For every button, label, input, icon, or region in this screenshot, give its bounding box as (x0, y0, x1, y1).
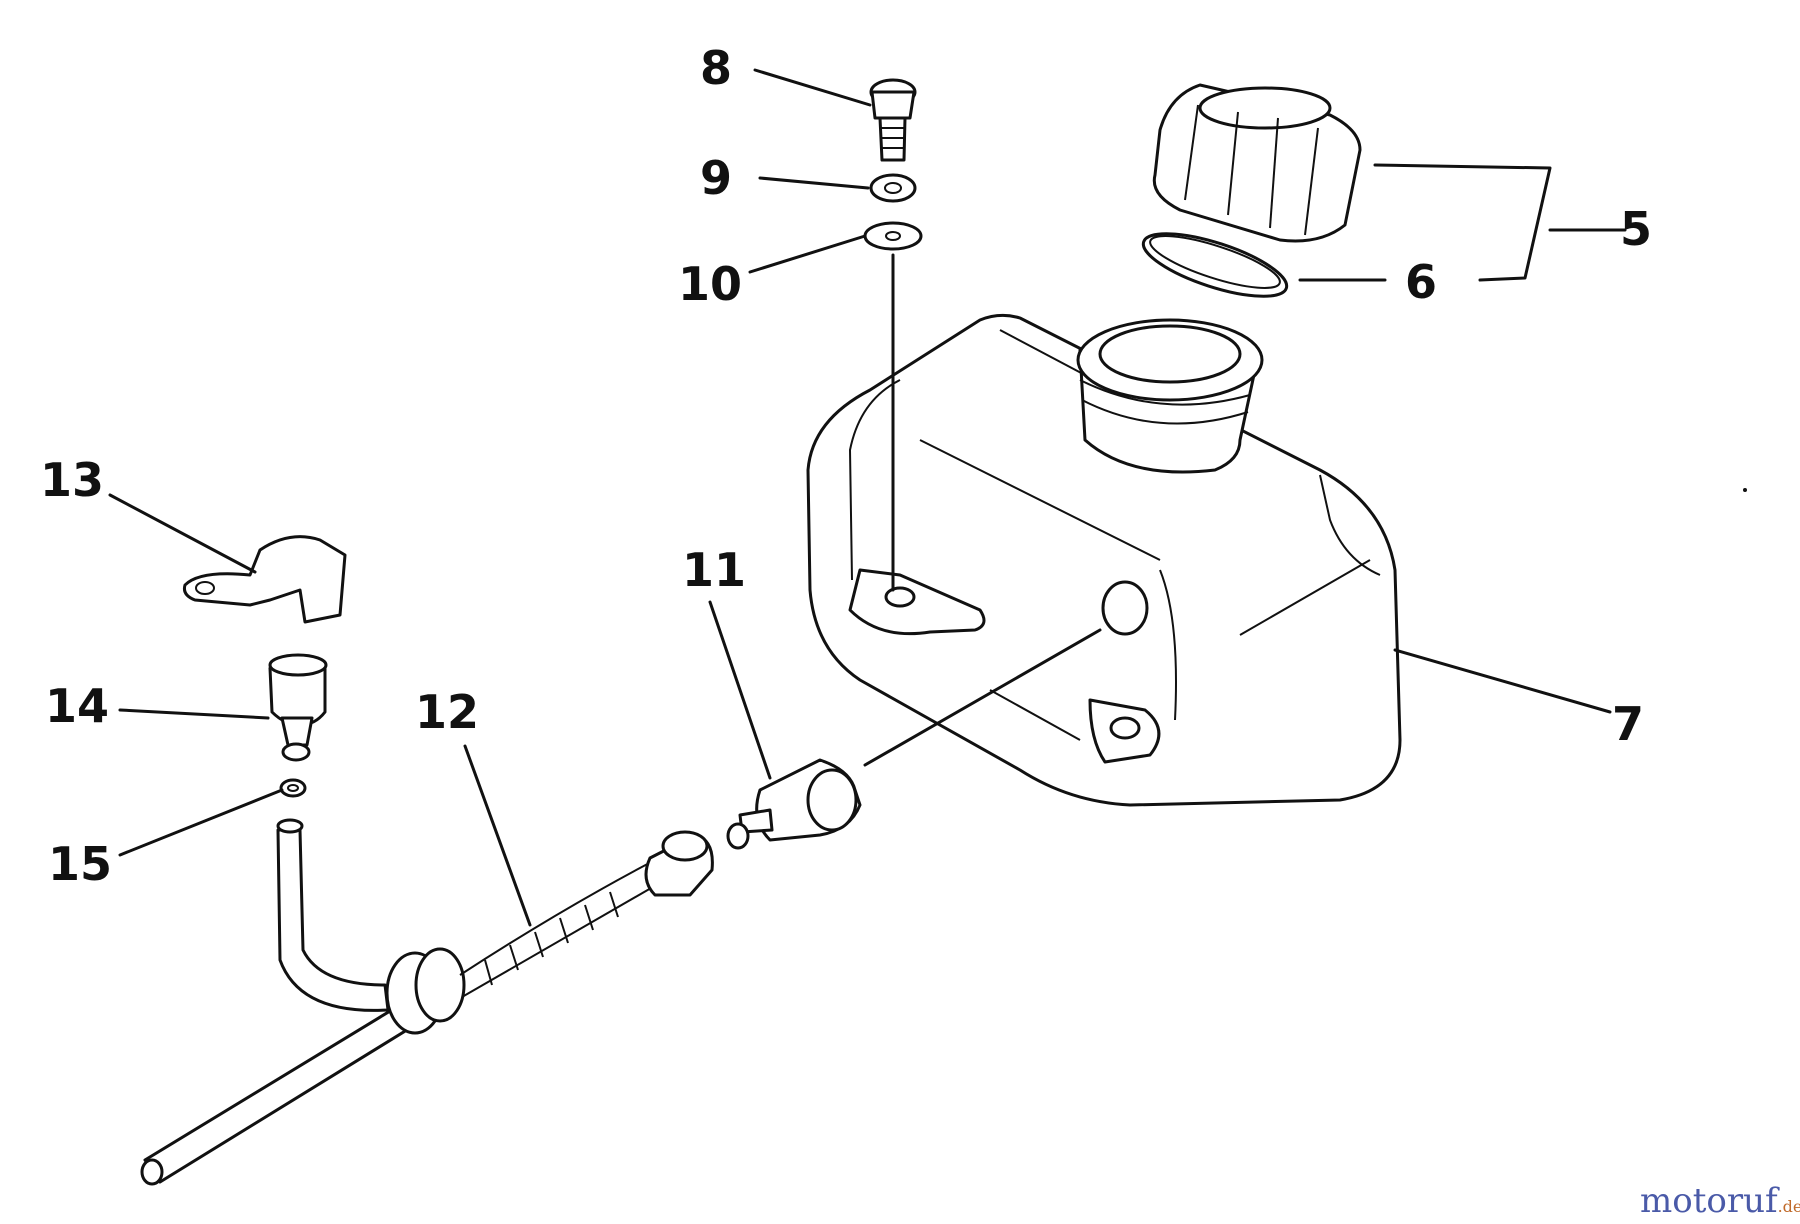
callout-14: 14 (45, 679, 109, 733)
callout-12: 12 (415, 685, 479, 739)
watermark-main: motoruf (1640, 1181, 1780, 1221)
leader-lines (108, 68, 1627, 927)
callout-11: 11 (682, 543, 746, 597)
callout-13: 13 (40, 453, 104, 507)
cap-gasket (1141, 232, 1289, 298)
callout-9: 9 (700, 151, 732, 205)
flat-washer (863, 221, 923, 251)
callout-7: 7 (1612, 697, 1644, 751)
callout-5: 5 (1620, 202, 1652, 256)
callout-10: 10 (678, 257, 742, 311)
assembly-line-grommet (863, 628, 1102, 767)
lock-washer (869, 173, 917, 203)
callout-8: 8 (700, 41, 732, 95)
watermark: motoruf.de (1640, 1181, 1800, 1221)
screw (869, 78, 917, 162)
callouts: 5 6 7 8 9 10 11 12 13 14 15 (40, 41, 1652, 891)
grommet (726, 758, 862, 850)
filter-weight (268, 653, 328, 762)
callout-15: 15 (48, 837, 112, 891)
fuel-hose (140, 818, 714, 1186)
ring (279, 778, 307, 798)
fuel-cap (1152, 83, 1362, 243)
watermark-suffix: .de (1778, 1197, 1800, 1216)
fuel-tank (806, 313, 1402, 807)
hose-clamp (183, 535, 347, 624)
callout-6: 6 (1405, 255, 1437, 309)
speck (1743, 488, 1747, 492)
